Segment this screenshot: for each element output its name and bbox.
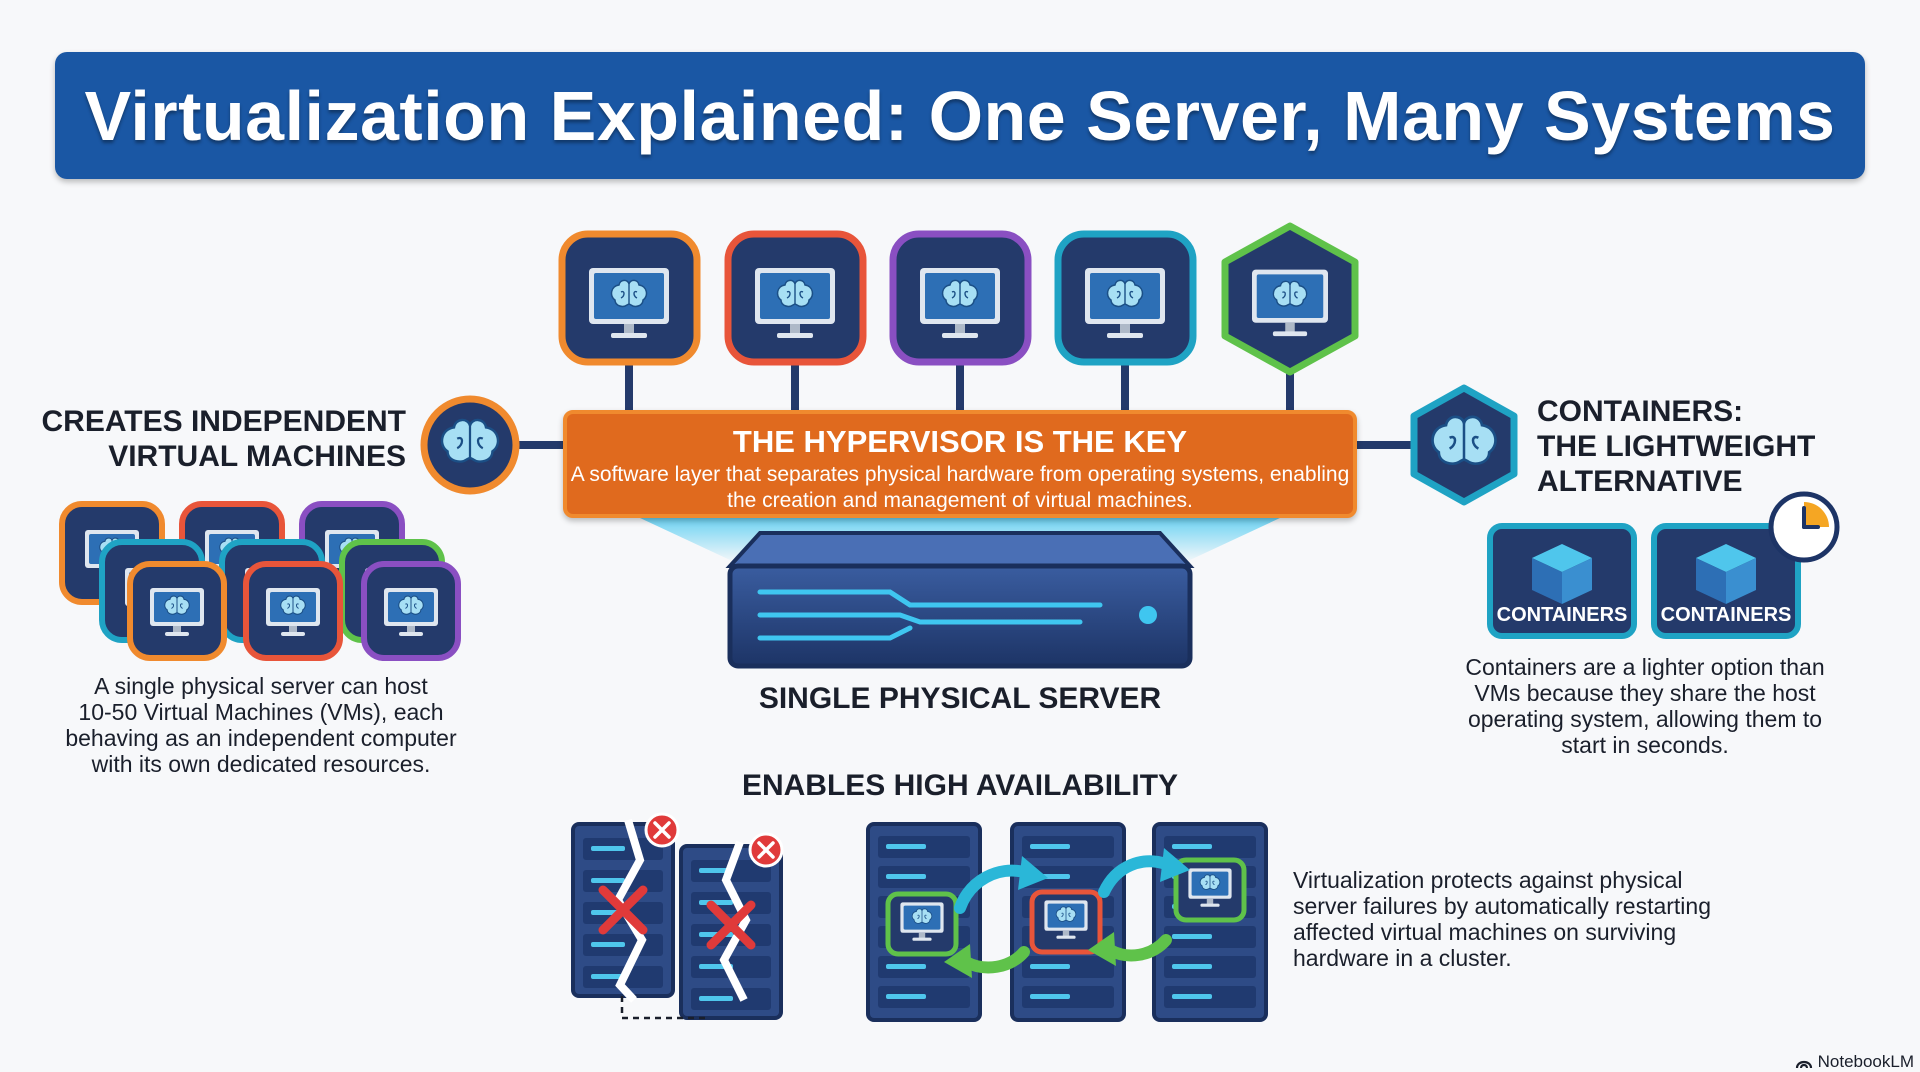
- container-box-2-label: CONTAINERS: [1660, 604, 1792, 626]
- notebooklm-logo-icon: [1795, 1060, 1812, 1069]
- container-box-2-graphic: [1651, 523, 1801, 639]
- container-box-1-graphic: [1487, 523, 1637, 639]
- availability-description-line-1: Virtualization protects against physical: [1293, 867, 1683, 893]
- migration-arrows-icon: [944, 848, 1190, 978]
- failed-server-rack-1: [571, 812, 680, 1003]
- page-title: Virtualization Explained: One Server, Ma…: [84, 76, 1836, 155]
- containers-heading-line-3: ALTERNATIVE: [1537, 465, 1743, 498]
- branding-text: NotebookLM: [1817, 1052, 1914, 1071]
- vms-heading-line-1: CREATES INDEPENDENT: [41, 405, 406, 438]
- availability-description: Virtualization protects against physical…: [1293, 867, 1753, 971]
- brain-badge-right: [1410, 384, 1518, 506]
- containers-description-line-2: VMs because they share the host: [1474, 680, 1816, 706]
- physical-server-icon: [725, 531, 1195, 669]
- vm-icon-red: [724, 230, 867, 366]
- containers-heading: CONTAINERS: THE LIGHTWEIGHT ALTERNATIVE: [1537, 394, 1815, 499]
- availability-description-line-3: affected virtual machines on surviving: [1293, 919, 1677, 945]
- availability-description-line-2: server failures by automatically restart…: [1293, 893, 1711, 919]
- vms-description-line-2: 10-50 Virtual Machines (VMs), each: [78, 699, 444, 725]
- hypervisor-description: A software layer that separates physical…: [570, 463, 1350, 512]
- brain-badge-left: [420, 395, 520, 495]
- vms-description-line-1: A single physical server can host: [94, 673, 428, 699]
- vms-description-line-4: with its own dedicated resources.: [91, 751, 431, 777]
- hypervisor-title: THE HYPERVISOR IS THE KEY: [732, 424, 1188, 459]
- containers-description-line-3: operating system, allowing them to: [1467, 706, 1823, 732]
- vms-heading-line-2: VIRTUAL MACHINES: [108, 440, 406, 473]
- failover-dashed-line: [620, 996, 705, 1020]
- containers-description-line-1: Containers are a lighter option than: [1465, 654, 1825, 680]
- containers-heading-line-2: THE LIGHTWEIGHT: [1537, 430, 1816, 463]
- availability-heading: ENABLES HIGH AVAILABILITY: [741, 769, 1179, 802]
- vms-heading: CREATES INDEPENDENT VIRTUAL MACHINES: [40, 404, 406, 474]
- cluster-server-rack-2: [1010, 822, 1126, 1022]
- vm-icon-cyan: [1054, 230, 1197, 366]
- containers-description-line-4: start in seconds.: [1561, 732, 1729, 758]
- vm-icon-green: [1221, 222, 1359, 376]
- vm-icon-orange: [558, 230, 701, 366]
- container-box-1-label: CONTAINERS: [1496, 604, 1628, 626]
- notebooklm-branding: NotebookLM: [1795, 1052, 1914, 1072]
- clock-icon: [1768, 491, 1840, 563]
- cluster-server-rack-3: [1152, 822, 1268, 1022]
- vms-description-line-3: behaving as an independent computer: [65, 725, 457, 751]
- title-banner: Virtualization Explained: One Server, Ma…: [55, 52, 1865, 179]
- failed-server-rack-2: [679, 832, 784, 1020]
- vm-icon-purple: [889, 230, 1032, 366]
- containers-description: Containers are a lighter option than VMs…: [1440, 654, 1850, 758]
- vm-stack-cluster: [59, 501, 461, 661]
- physical-server-label: SINGLE PHYSICAL SERVER: [758, 682, 1162, 715]
- cluster-server-rack-1: [866, 822, 982, 1022]
- vm-connectors: [514, 360, 1420, 449]
- hypervisor-banner: THE HYPERVISOR IS THE KEY A software lay…: [563, 410, 1357, 518]
- containers-heading-line-1: CONTAINERS:: [1537, 395, 1744, 428]
- availability-description-line-4: hardware in a cluster.: [1293, 945, 1512, 971]
- vms-description: A single physical server can host 10-50 …: [40, 673, 482, 777]
